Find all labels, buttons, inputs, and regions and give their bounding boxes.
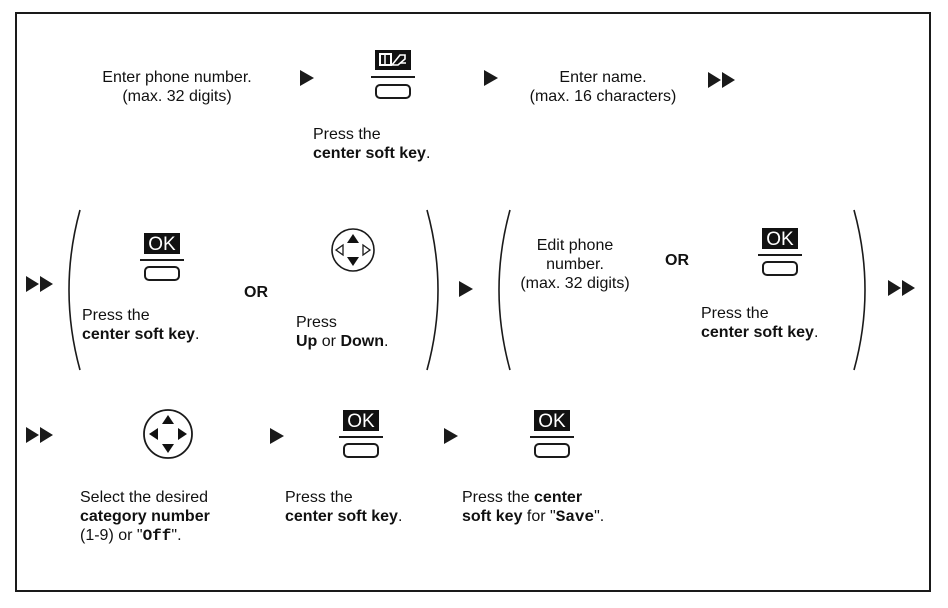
- fast-forward-icon: [888, 280, 915, 296]
- press-the-label: Press the: [313, 126, 381, 143]
- press-the-label: Press the: [701, 305, 769, 322]
- fast-forward-icon: [26, 276, 53, 292]
- press-center-save-step: Press the center soft key for "Save".: [462, 488, 604, 527]
- save-value: Save: [555, 508, 595, 526]
- fast-forward-icon: [26, 427, 53, 443]
- phonebook-soft-key-icon[interactable]: [371, 50, 415, 104]
- close-paren-icon: [426, 209, 439, 371]
- ok-key-label: OK: [766, 229, 794, 250]
- ok-soft-key-icon[interactable]: OK: [140, 233, 184, 283]
- center-soft-key-label: center soft key: [313, 145, 426, 162]
- enter-phone-text: Enter phone number.: [102, 69, 252, 86]
- press-center-step-3: Press the center soft key.: [701, 304, 818, 342]
- enter-phone-limit: (max. 32 digits): [122, 88, 232, 105]
- or-label-2: OR: [665, 252, 689, 269]
- period: .: [813, 324, 819, 341]
- play-arrow-icon: [300, 70, 314, 86]
- press-the-label: Press the: [462, 489, 535, 506]
- quote-period: ".: [171, 527, 182, 544]
- range-text: (1-9) or ": [80, 527, 143, 544]
- close-paren-icon: [853, 209, 866, 371]
- enter-name-limit: (max. 16 characters): [529, 88, 677, 105]
- press-up-down-step: Press Up or Down.: [296, 313, 388, 351]
- open-paren-icon: [68, 209, 81, 371]
- ok-soft-key-icon[interactable]: OK: [339, 410, 383, 460]
- quote-period: ".: [594, 508, 605, 525]
- center-soft-key-label: center soft key: [82, 326, 195, 343]
- play-arrow-icon: [270, 428, 284, 444]
- navigator-up-down-icon[interactable]: [331, 228, 375, 272]
- or-label-1: OR: [244, 284, 268, 301]
- press-label: Press: [296, 314, 337, 331]
- enter-phone-step: Enter phone number. (max. 32 digits): [62, 68, 292, 106]
- ok-soft-key-icon[interactable]: OK: [758, 228, 802, 278]
- center-soft-key-label: center soft key: [285, 508, 398, 525]
- or-word: or: [317, 333, 341, 350]
- press-center-step-1: Press the center soft key.: [313, 125, 430, 163]
- open-paren-icon: [498, 209, 511, 371]
- soft-key-label: soft key: [462, 508, 523, 525]
- ok-soft-key-icon[interactable]: OK: [530, 410, 574, 460]
- instruction-frame: [15, 12, 931, 592]
- period: .: [384, 333, 389, 350]
- press-center-step-4: Press the center soft key.: [285, 488, 402, 526]
- ok-key-label: OK: [347, 411, 375, 432]
- edit-phone-limit: (max. 32 digits): [520, 275, 630, 292]
- press-the-label: Press the: [82, 307, 150, 324]
- period: .: [397, 508, 403, 525]
- select-category-step: Select the desired category number (1-9)…: [80, 488, 210, 546]
- select-desired-text: Select the desired: [80, 489, 209, 506]
- ok-key-label: OK: [538, 411, 566, 432]
- ok-key-label: OK: [148, 234, 176, 255]
- edit-phone-text: Edit phone: [536, 237, 614, 254]
- period: .: [194, 326, 200, 343]
- press-the-label: Press the: [285, 489, 353, 506]
- up-label: Up: [296, 333, 318, 350]
- play-arrow-icon: [484, 70, 498, 86]
- period: .: [425, 145, 431, 162]
- fast-forward-icon: [708, 72, 735, 88]
- enter-name-text: Enter name.: [559, 69, 647, 86]
- edit-phone-step: Edit phone number. (max. 32 digits): [505, 236, 645, 293]
- center-soft-key-label: center soft key: [701, 324, 814, 341]
- play-arrow-icon: [459, 281, 473, 297]
- play-arrow-icon: [444, 428, 458, 444]
- navigator-four-way-icon[interactable]: [142, 408, 194, 460]
- down-label: Down: [340, 333, 384, 350]
- off-value: Off: [142, 527, 172, 545]
- press-center-step-2: Press the center soft key.: [82, 306, 199, 344]
- for-text: for ": [522, 508, 556, 525]
- center-label: center: [534, 489, 583, 506]
- edit-number-text: number.: [546, 256, 604, 273]
- enter-name-step: Enter name. (max. 16 characters): [498, 68, 708, 106]
- category-number-label: category number: [80, 508, 210, 525]
